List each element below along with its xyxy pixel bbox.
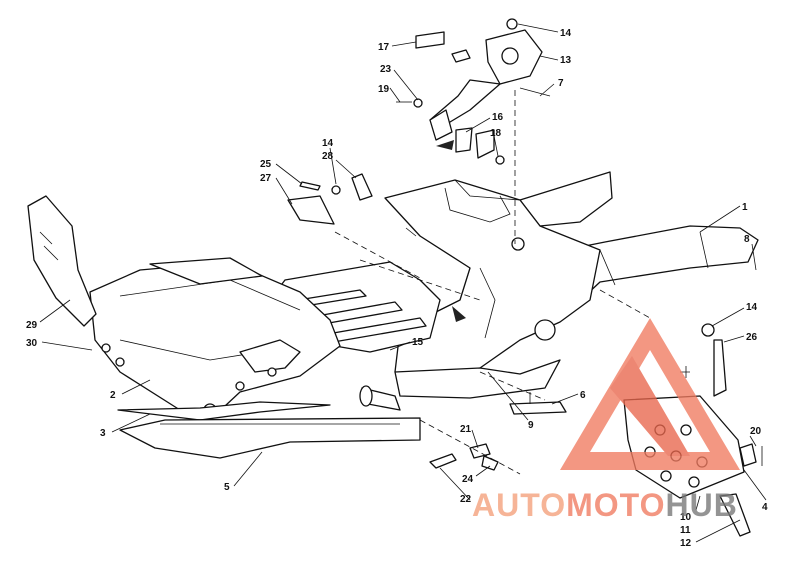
callout-label: 14 [560,28,572,39]
callout-label: 5 [224,482,230,493]
callout-label: 22 [460,494,472,505]
callout-label: 30 [26,338,38,349]
callouts: 1 2 3 4 5 6 7 8 9 10 11 12 13 14 14 14 1… [26,23,768,549]
small-bracket-parts [287,173,417,237]
callout-label: 21 [460,424,472,435]
side-shield [27,195,97,327]
callout-label: 2 [110,390,116,401]
watermark-logo: AUTOMOTOHUB [472,318,740,523]
callout-label: 6 [580,390,586,401]
callout-label: 27 [260,173,272,184]
callout-label: 8 [744,234,750,245]
callout-label: 14 [746,302,758,313]
callout-label: 10 [680,512,692,523]
callout-label: 13 [560,55,572,66]
callout-label: 11 [680,525,691,536]
callout-label: 12 [680,538,692,549]
callout-label: 4 [762,502,768,513]
chassis-frame [89,171,759,459]
watermark-text: AUTOMOTOHUB [472,487,738,523]
pointer-arrow [452,306,466,322]
callout-label: 7 [558,78,564,89]
callout-label: 23 [380,64,392,75]
steering-bracket-assembly [396,18,551,165]
small-hardware-parts [429,443,499,471]
callout-label: 25 [260,159,272,170]
callout-label: 20 [750,426,762,437]
callout-label: 15 [412,337,424,348]
callout-label: 19 [378,84,390,95]
callout-label: 9 [528,420,534,431]
callout-label: 24 [462,474,474,485]
center-lines [334,90,651,475]
callout-label: 14 [322,138,334,149]
callout-label: 26 [746,332,758,343]
callout-label: 17 [378,42,390,53]
callout-label: 28 [322,151,334,162]
callout-label: 18 [490,128,502,139]
callout-label: 16 [492,112,504,123]
callout-label: 29 [26,320,38,331]
callout-label: 3 [100,428,106,439]
callout-label: 1 [742,202,748,213]
